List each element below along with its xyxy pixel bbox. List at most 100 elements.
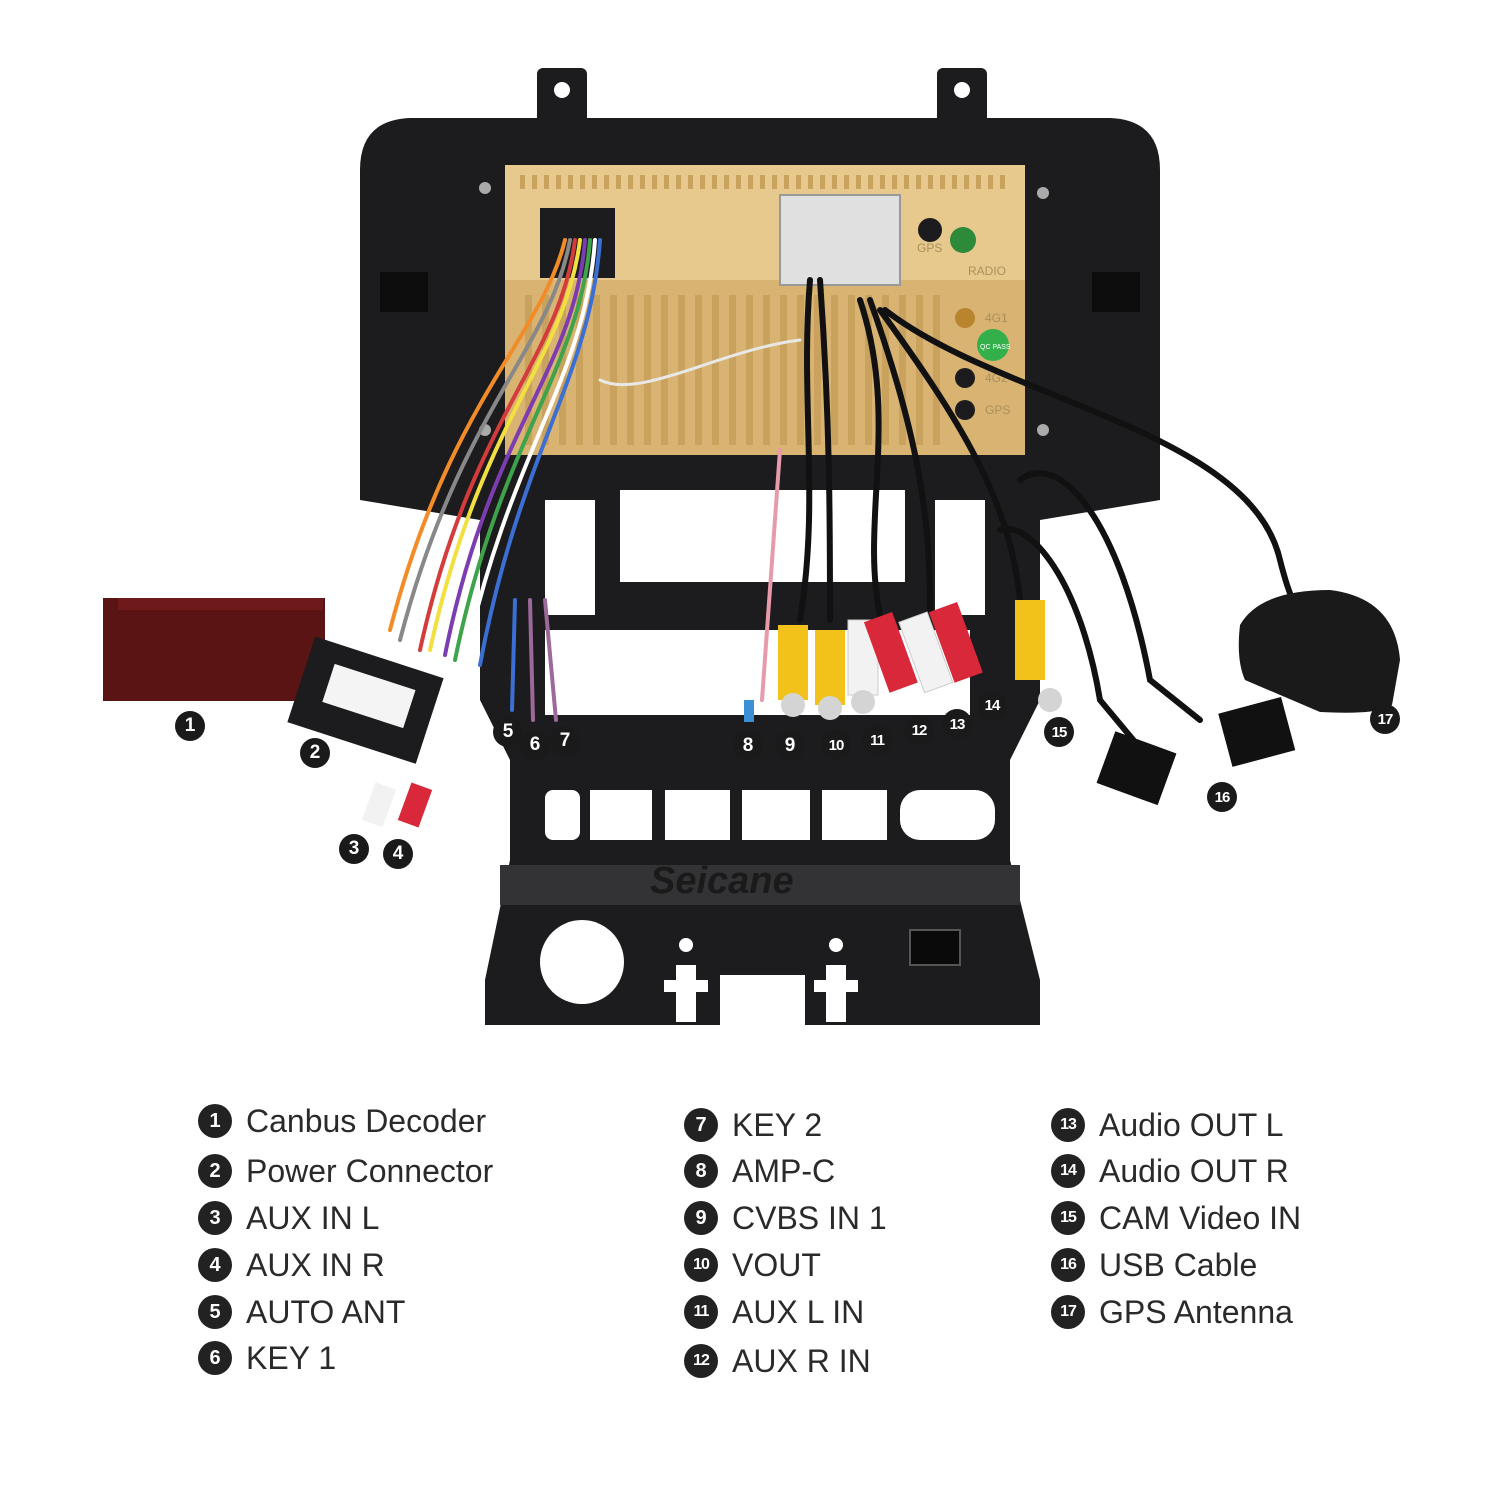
legend-number: 2 [198,1154,232,1188]
vent-hole [796,175,801,189]
heatsink-fin [831,295,838,445]
vent-hole [1000,175,1005,189]
heatsink-fin [729,295,736,445]
legend-label: AMP-C [732,1152,836,1189]
legend-item-3: 3 AUX IN L [198,1198,379,1238]
port-label-gps: GPS [917,241,942,255]
legend-label: Audio OUT R [1099,1152,1289,1189]
bottom-hole-left [679,938,693,952]
bottom-panel-strip [500,865,1020,905]
vent-hole [784,175,789,189]
legend-number: 4 [198,1248,232,1282]
marker-7: 7 [550,726,580,756]
usb-connectors [1096,696,1296,806]
power-connector-label [322,663,416,729]
heatsink-fin [661,295,668,445]
legend-label: KEY 1 [246,1339,337,1376]
vent-hole [904,175,909,189]
vent-hole [616,175,621,189]
legend-item-11: 11 AUX L IN [684,1292,864,1332]
marker-3: 3 [339,834,369,864]
legend-number: 9 [684,1201,718,1235]
bottom-connector [909,929,961,966]
vent-hole [652,175,657,189]
vent-hole [556,175,561,189]
aux-in-rca-plugs [361,782,433,828]
legend-item-10: 10 VOUT [684,1245,821,1285]
legend-label: VOUT [732,1246,821,1283]
legend-number: 13 [1051,1108,1085,1142]
vent-hole [940,175,945,189]
legend-item-8: 8 AMP-C [684,1151,835,1191]
port-label-radio: RADIO [968,264,1006,278]
vent-hole [844,175,849,189]
canbus-decoder-top [118,598,323,610]
legend-item-6: 6 KEY 1 [198,1338,336,1378]
legend-label: AUX L IN [732,1293,865,1330]
legend-item-7: 7 KEY 2 [684,1105,822,1145]
heatsink-fin [644,295,651,445]
heatsink-chassis [505,165,1025,455]
legend-number: 1 [198,1104,232,1138]
legend-item-1: 1 Canbus Decoder [198,1101,486,1141]
marker-4: 4 [383,839,413,869]
legend-label: CVBS IN 1 [732,1199,887,1236]
legend-label: KEY 2 [732,1106,823,1143]
legend-label: AUX R IN [732,1342,871,1379]
vent-hole [544,175,549,189]
marker-6: 6 [520,730,550,760]
vent-hole [604,175,609,189]
heatsink-fin [865,295,872,445]
vent-hole [892,175,897,189]
legend-item-15: 15 CAM Video IN [1051,1198,1301,1238]
vent-hole [976,175,981,189]
vent-hole [712,175,717,189]
heatsink-fin [899,295,906,445]
legend-item-16: 16 USB Cable [1051,1245,1257,1285]
heatsink-fin [814,295,821,445]
marker-9: 9 [775,731,805,761]
vent-hole [880,175,885,189]
vent-hole [856,175,861,189]
legend-number: 15 [1051,1201,1085,1235]
heatsink-fin [695,295,702,445]
legend-label: AUX IN L [246,1199,380,1236]
legend-number: 8 [684,1154,718,1188]
marker-13: 13 [942,709,972,739]
marker-8: 8 [733,731,763,761]
heatsink-fin [780,295,787,445]
legend-label: Power Connector [246,1152,494,1189]
vent-hole [700,175,705,189]
heatsink-fin [610,295,617,445]
legend-label: CAM Video IN [1099,1199,1302,1236]
rca-connectors [778,600,1062,720]
right-clip [1092,272,1140,312]
legend-item-9: 9 CVBS IN 1 [684,1198,887,1238]
legend-label: USB Cable [1099,1246,1258,1283]
heatsink-fin [627,295,634,445]
vent-hole [748,175,753,189]
legend-item-12: 12 AUX R IN [684,1341,871,1381]
port-label-gps-small: GPS [985,403,1010,417]
marker-2: 2 [300,738,330,768]
qc-pass-sticker: QC PASS [980,344,1011,351]
vent-hole [820,175,825,189]
legend-number: 10 [684,1248,718,1282]
vent-hole [592,175,597,189]
vent-hole [664,175,669,189]
marker-12: 12 [904,715,934,745]
vent-hole [628,175,633,189]
vent-hole [772,175,777,189]
legend-number: 14 [1051,1154,1085,1188]
heatsink-fin [882,295,889,445]
legend-number: 11 [684,1295,718,1329]
brand-watermark: Seicane [650,860,794,902]
bottom-cross-right [814,965,858,1022]
marker-15: 15 [1044,717,1074,747]
heatsink-fin [933,295,940,445]
antenna-ports [918,218,1009,420]
left-clip [380,272,428,312]
wiring-harness [388,238,802,667]
vent-slots [545,790,995,840]
heatsink-fin [576,295,583,445]
